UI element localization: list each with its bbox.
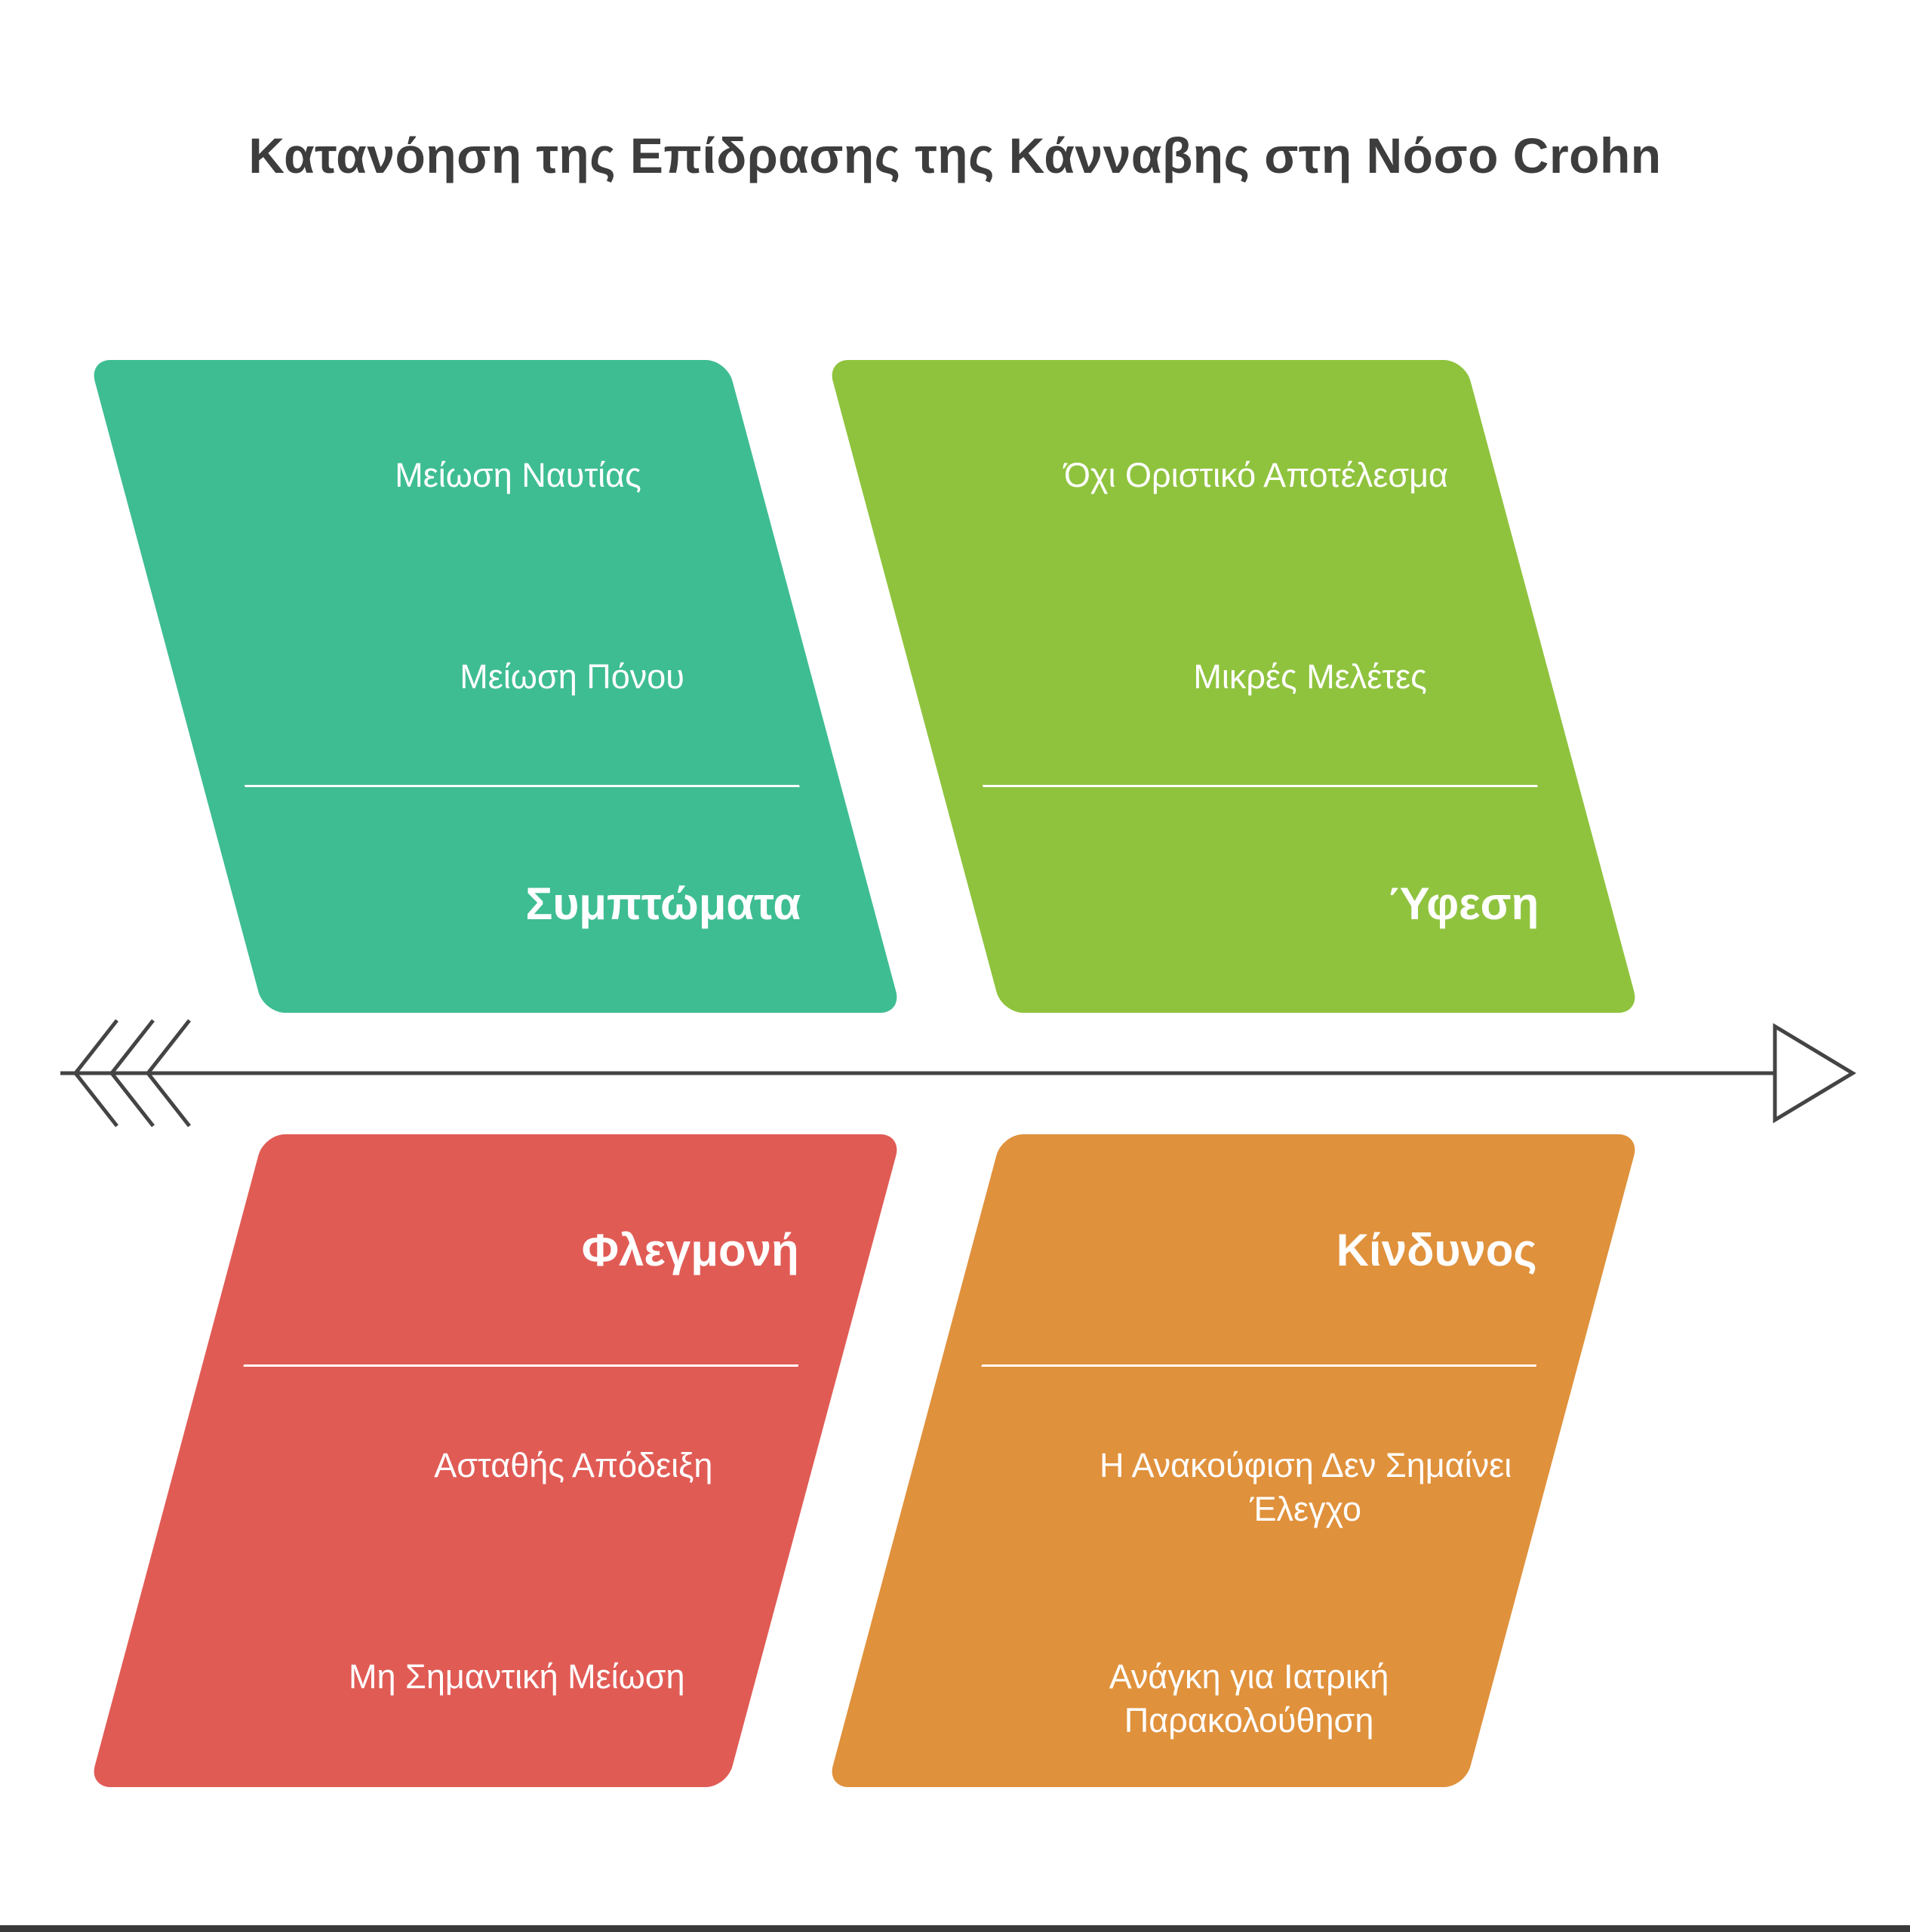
panel-item: Μη Σημαντική Μείωση xyxy=(348,1657,685,1696)
panel-item: Όχι Οριστικό Αποτέλεσμα xyxy=(1064,456,1449,494)
panel-separator xyxy=(244,785,800,787)
panel-label: Ύφεση xyxy=(1388,878,1539,929)
panel-symptoms: Μείωση Ναυτίας Μείωση Πόνου Συμπτώματα xyxy=(89,360,902,1013)
panel-item: Ασταθής Απόδειξη xyxy=(434,1446,713,1484)
panel-label: Φλεγμονή xyxy=(581,1225,799,1275)
panel-item: Ανάγκη για Ιατρική Παρακολούθηση xyxy=(1109,1657,1389,1740)
panel-label: Κίνδυνος xyxy=(1336,1225,1537,1275)
arrowhead-icon xyxy=(1773,1023,1856,1124)
fletching-icon xyxy=(145,1019,191,1128)
panel-separator xyxy=(982,785,1538,787)
panel-item: Η Ανακούφιση Δεν Σημαίνει Έλεγχο xyxy=(1099,1446,1512,1528)
panel-item: Μείωση Ναυτίας xyxy=(395,456,641,494)
panel-inflammation: Φλεγμονή Ασταθής Απόδειξη Μη Σημαντική Μ… xyxy=(89,1134,902,1787)
panel-risk: Κίνδυνος Η Ανακούφιση Δεν Σημαίνει Έλεγχ… xyxy=(827,1134,1640,1787)
panel-separator xyxy=(981,1364,1537,1367)
fletching-icon xyxy=(72,1019,118,1128)
bottom-edge-bar xyxy=(0,1925,1910,1932)
fletching-icon xyxy=(109,1019,155,1128)
page-title: Κατανόηση της Επίδρασης της Κάνναβης στη… xyxy=(248,128,1662,183)
panel-label: Συμπτώματα xyxy=(525,878,801,929)
panel-remission: Όχι Οριστικό Αποτέλεσμα Μικρές Μελέτες Ύ… xyxy=(827,360,1640,1013)
panel-item: Μείωση Πόνου xyxy=(460,657,684,696)
panel-item: Μικρές Μελέτες xyxy=(1193,657,1427,696)
panel-separator xyxy=(243,1364,799,1367)
